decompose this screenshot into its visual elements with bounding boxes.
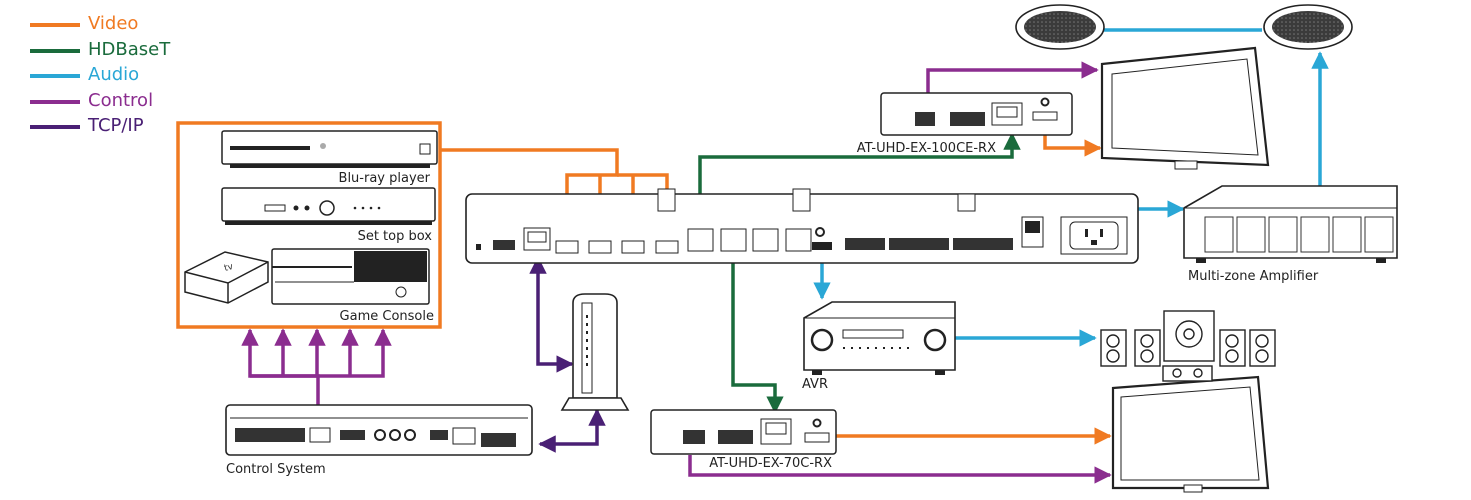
avr-receiver[interactable]: [803, 301, 956, 375]
legend-swatch: [30, 125, 80, 129]
legend-label: Control: [88, 89, 154, 111]
legend-swatch: [30, 74, 80, 78]
surround-speaker-icon: [1100, 310, 1276, 382]
legend-swatch: [30, 48, 80, 53]
set-top-box-label: Set top box: [358, 229, 433, 244]
matrix-switcher[interactable]: [465, 188, 1139, 264]
hdbaset-line: [731, 256, 784, 414]
set-top-box[interactable]: [221, 187, 436, 225]
apple-tv-icon[interactable]: tv: [184, 251, 269, 304]
xbox-console-icon[interactable]: [271, 248, 430, 305]
control-system[interactable]: [225, 404, 533, 456]
sources-group-box: [176, 121, 442, 329]
amplifier-label: Multi-zone Amplifier: [1188, 269, 1319, 284]
legend-label: Video: [88, 13, 139, 34]
tv-display-icon[interactable]: [1111, 375, 1270, 493]
ceiling-speaker-icon: [1263, 4, 1353, 50]
rx70-label: AT-UHD-EX-70C-RX: [709, 456, 832, 471]
legend-swatch: [30, 23, 80, 27]
legend-label: TCP/IP: [88, 115, 144, 136]
rx100-receiver[interactable]: [880, 92, 1073, 136]
legend-label: Audio: [88, 64, 140, 85]
svg-text:tv: tv: [223, 262, 235, 274]
bluray-label: Blu-ray player: [339, 171, 431, 186]
multi-zone-amplifier[interactable]: [1183, 185, 1398, 263]
control-system-label: Control System: [226, 462, 326, 477]
tcpip-line: [529, 256, 574, 373]
bluray-player[interactable]: [221, 130, 438, 168]
control-line: [688, 455, 1112, 484]
tcpip-line: [538, 408, 606, 453]
rx100-label: AT-UHD-EX-100CE-RX: [857, 141, 996, 156]
legend-swatch: [30, 99, 80, 104]
rx70-receiver[interactable]: [650, 409, 837, 455]
legend-label: HDBaseT: [88, 38, 171, 60]
control-line: [250, 328, 392, 378]
tv-display-icon[interactable]: [1100, 46, 1270, 170]
avr-label: AVR: [802, 377, 828, 392]
wireless-router-icon[interactable]: [560, 293, 630, 411]
ceiling-speaker-icon: [1015, 4, 1105, 50]
game-console-label: Game Console: [340, 309, 434, 324]
